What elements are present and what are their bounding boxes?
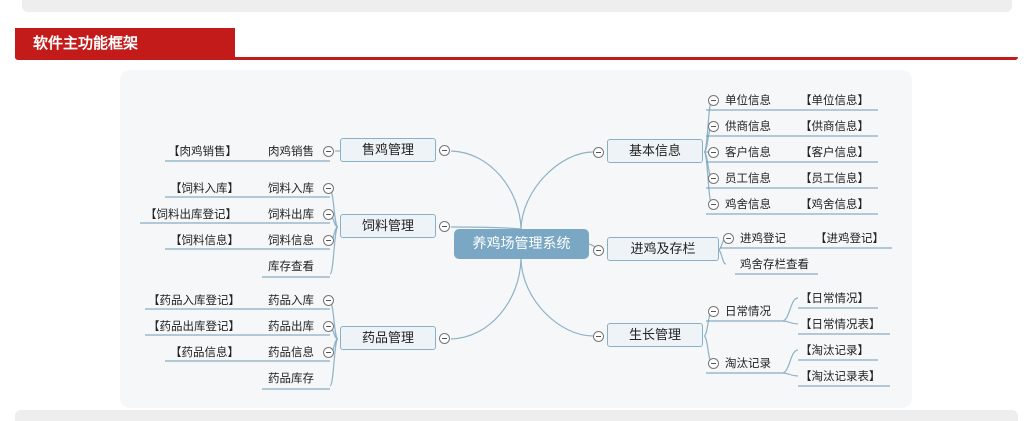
collapse-icon[interactable] bbox=[708, 199, 719, 210]
leaf-staff-info[interactable]: 员工信息 bbox=[725, 171, 771, 185]
leaf-feed-in[interactable]: 饲料入库 bbox=[268, 181, 314, 195]
leaf-house-info[interactable]: 鸡舍信息 bbox=[725, 197, 771, 211]
leaf-customer-info[interactable]: 客户信息 bbox=[725, 145, 771, 159]
collapse-icon[interactable] bbox=[439, 333, 450, 344]
section-underline bbox=[15, 57, 1018, 60]
leaf-drug-in[interactable]: 药品入库 bbox=[268, 293, 314, 307]
leaf-cull[interactable]: 淘汰记录 bbox=[725, 356, 771, 370]
leaf-detail[interactable]: 【淘汰记录表】 bbox=[800, 369, 881, 383]
collapse-icon[interactable] bbox=[323, 146, 334, 157]
collapse-icon[interactable] bbox=[708, 121, 719, 132]
collapse-icon[interactable] bbox=[323, 209, 334, 220]
leaf-detail[interactable]: 【客户信息】 bbox=[800, 145, 869, 159]
leaf-detail[interactable]: 【肉鸡销售】 bbox=[168, 144, 237, 158]
leaf-feed-stock[interactable]: 库存查看 bbox=[268, 259, 314, 273]
leaf-detail[interactable]: 【药品信息】 bbox=[170, 345, 239, 359]
leaf-detail[interactable]: 【饲料入库】 bbox=[170, 181, 239, 195]
leaf-drug-info[interactable]: 药品信息 bbox=[268, 345, 314, 359]
leaf-daily[interactable]: 日常情况 bbox=[725, 304, 771, 318]
leaf-detail[interactable]: 【日常情况表】 bbox=[800, 317, 881, 331]
leaf-detail[interactable]: 【员工信息】 bbox=[800, 171, 869, 185]
leaf-feed-out[interactable]: 饲料出库 bbox=[268, 207, 314, 221]
node-basic-info[interactable]: 基本信息 bbox=[607, 139, 703, 163]
collapse-icon[interactable] bbox=[708, 306, 719, 317]
collapse-icon[interactable] bbox=[708, 95, 719, 106]
collapse-icon[interactable] bbox=[593, 331, 604, 342]
leaf-detail[interactable]: 【饲料信息】 bbox=[170, 233, 239, 247]
leaf-detail[interactable]: 【药品入库登记】 bbox=[148, 293, 240, 307]
collapse-icon[interactable] bbox=[593, 245, 604, 256]
section-header: 软件主功能框架 bbox=[15, 28, 1018, 60]
leaf-detail[interactable]: 【淘汰记录】 bbox=[800, 343, 869, 357]
collapse-icon[interactable] bbox=[723, 233, 734, 244]
node-entry-stock[interactable]: 进鸡及存栏 bbox=[607, 237, 719, 261]
collapse-icon[interactable] bbox=[708, 147, 719, 158]
leaf-detail[interactable]: 【日常情况】 bbox=[800, 291, 869, 305]
leaf-detail[interactable]: 【单位信息】 bbox=[800, 93, 869, 107]
leaf-supplier-info[interactable]: 供商信息 bbox=[725, 119, 771, 133]
top-divider-bar bbox=[22, 0, 1012, 12]
collapse-icon[interactable] bbox=[439, 145, 450, 156]
mindmap-center-node[interactable]: 养鸡场管理系统 bbox=[454, 229, 589, 259]
node-feed-management[interactable]: 饲料管理 bbox=[340, 214, 436, 238]
collapse-icon[interactable] bbox=[323, 321, 334, 332]
leaf-unit-info[interactable]: 单位信息 bbox=[725, 93, 771, 107]
leaf-feed-info[interactable]: 饲料信息 bbox=[268, 233, 314, 247]
collapse-icon[interactable] bbox=[323, 235, 334, 246]
leaf-house-stock[interactable]: 鸡舍存栏查看 bbox=[740, 257, 809, 271]
node-sell-chicken[interactable]: 售鸡管理 bbox=[340, 138, 436, 162]
node-growth-management[interactable]: 生长管理 bbox=[607, 323, 703, 347]
leaf-drug-stock[interactable]: 药品库存 bbox=[268, 371, 314, 385]
section-title: 软件主功能框架 bbox=[15, 28, 235, 58]
collapse-icon[interactable] bbox=[708, 173, 719, 184]
leaf-detail[interactable]: 【进鸡登记】 bbox=[815, 231, 884, 245]
collapse-icon[interactable] bbox=[323, 347, 334, 358]
leaf-detail[interactable]: 【饲料出库登记】 bbox=[145, 207, 237, 221]
leaf-drug-out[interactable]: 药品出库 bbox=[268, 319, 314, 333]
collapse-icon[interactable] bbox=[323, 183, 334, 194]
collapse-icon[interactable] bbox=[593, 147, 604, 158]
leaf-detail[interactable]: 【供商信息】 bbox=[800, 119, 869, 133]
collapse-icon[interactable] bbox=[708, 358, 719, 369]
collapse-icon[interactable] bbox=[323, 295, 334, 306]
node-drug-management[interactable]: 药品管理 bbox=[340, 326, 436, 350]
leaf-entry-register[interactable]: 进鸡登记 bbox=[740, 231, 786, 245]
leaf-detail[interactable]: 【药品出库登记】 bbox=[148, 319, 240, 333]
collapse-icon[interactable] bbox=[439, 221, 450, 232]
bottom-divider-bar bbox=[15, 410, 1018, 421]
leaf-detail[interactable]: 【鸡舍信息】 bbox=[800, 197, 869, 211]
leaf-rouji-xiaoshou[interactable]: 肉鸡销售 bbox=[268, 144, 314, 158]
